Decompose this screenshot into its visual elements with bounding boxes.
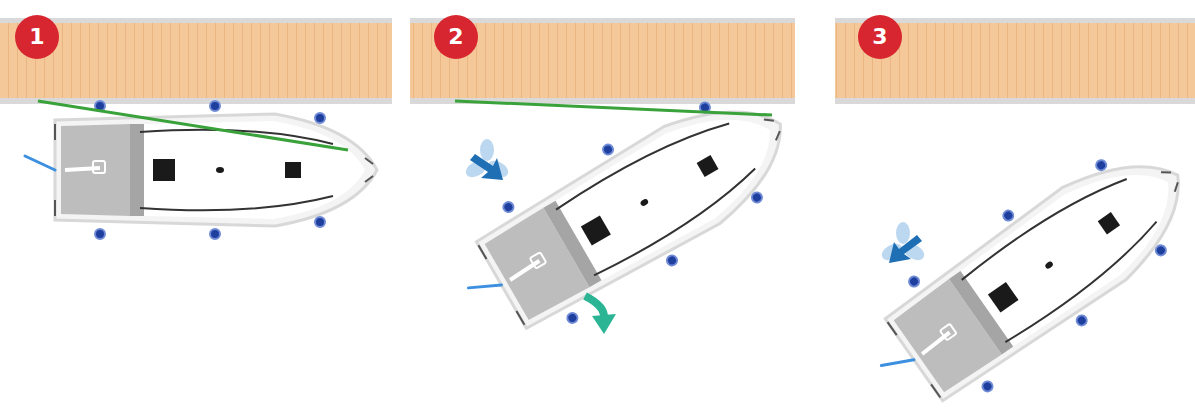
sailboat	[25, 101, 377, 239]
sailboat	[850, 119, 1195, 416]
callout-number: 3	[858, 15, 902, 59]
sailboat	[441, 64, 815, 360]
callout-number: 2	[434, 15, 478, 59]
prop-thrust	[463, 139, 511, 181]
spring-line	[455, 101, 772, 115]
callout-number-text: 1	[29, 26, 44, 48]
dock	[0, 18, 1195, 104]
spring-line	[38, 101, 348, 150]
callout-number-text: 2	[448, 26, 463, 48]
prop-thrust	[879, 222, 927, 264]
callout-number: 1	[15, 15, 59, 59]
callout-number-text: 3	[872, 26, 887, 48]
turn-arrow	[585, 296, 616, 334]
